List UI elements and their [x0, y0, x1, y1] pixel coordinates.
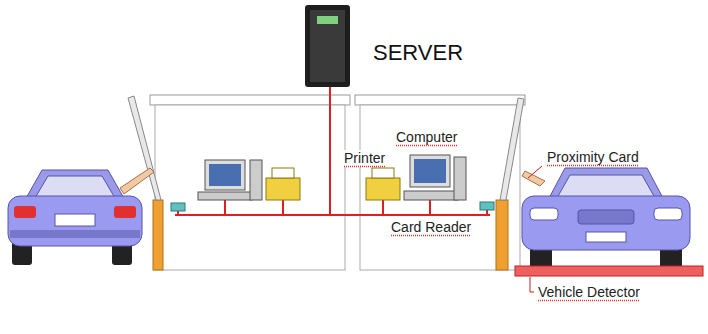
printer	[366, 178, 400, 200]
part-label: Computer	[395, 129, 458, 146]
booth-wall	[155, 105, 345, 270]
gate-post	[496, 200, 508, 270]
leader-line	[528, 166, 542, 178]
computer-monitor	[410, 155, 450, 187]
computer-case	[250, 160, 262, 200]
computer-screen	[414, 159, 446, 183]
leader-line	[530, 277, 534, 292]
booth-wall	[360, 105, 520, 270]
network-wires	[175, 87, 490, 215]
card-reader	[480, 202, 494, 210]
card-reader	[171, 203, 185, 211]
server-label: SERVER	[372, 40, 464, 66]
keyboard	[404, 191, 458, 200]
car-front	[522, 168, 690, 270]
barrier-arm	[500, 98, 524, 200]
computer-screen	[209, 164, 241, 186]
keyboard	[198, 192, 252, 200]
server-tower	[305, 5, 350, 87]
vehicle-detector-loop	[515, 266, 703, 276]
gate-post	[153, 200, 163, 270]
part-label: Vehicle Detector	[537, 284, 641, 301]
printer	[266, 178, 300, 200]
printer-paper	[272, 168, 294, 178]
booth-roof	[150, 95, 350, 105]
computer-case	[454, 157, 466, 200]
driver-arm	[120, 168, 154, 194]
printer-paper	[372, 168, 394, 178]
part-label: Proximity Card	[546, 149, 640, 166]
computer-monitor	[205, 160, 245, 190]
booth-roof	[355, 95, 525, 105]
car-rear	[8, 168, 154, 265]
part-label: Card Reader	[390, 219, 472, 236]
part-label: Printer	[343, 150, 386, 167]
server-front	[310, 10, 345, 82]
server-display	[317, 16, 338, 24]
